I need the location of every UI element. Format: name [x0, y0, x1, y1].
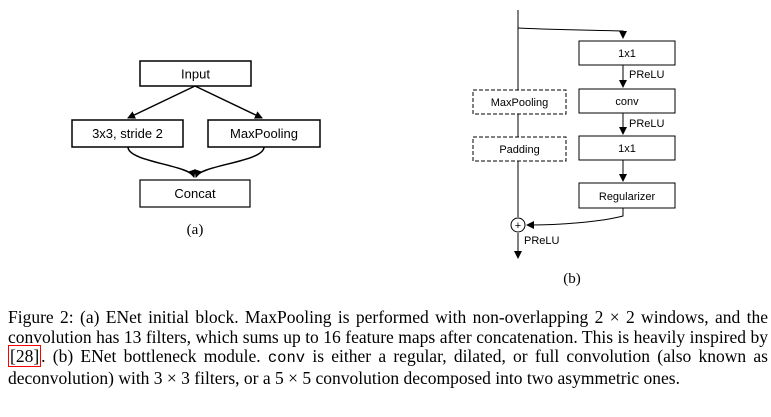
conv1x1-top-box: 1x1 [578, 40, 676, 66]
citation-link[interactable]: [28] [8, 345, 42, 368]
pool-branch-label: MaxPooling [230, 126, 298, 141]
diagram-a-caption-label: (a) [187, 222, 204, 238]
regularizer-label: Regularizer [599, 191, 656, 203]
conv1x1-bottom-box: 1x1 [578, 135, 676, 161]
maxpooling-box: MaxPooling [472, 89, 567, 115]
concat-label: Concat [174, 186, 216, 201]
diagram-a: Input 3x3, stride 2 MaxPooling Concat (a… [71, 60, 321, 238]
figure-diagrams: Input 3x3, stride 2 MaxPooling Concat (a… [71, 10, 676, 287]
caption-code-conv: conv [267, 349, 306, 368]
arrow-input-to-pool [194, 85, 263, 119]
prelu-out-label: PReLU [524, 235, 560, 247]
arrow-pool-to-concat [194, 146, 265, 178]
conv1x1-top-label: 1x1 [618, 48, 636, 60]
input-label: Input [181, 67, 210, 82]
arrow-input-to-conv [127, 85, 196, 119]
maxpooling-label: MaxPooling [491, 97, 548, 109]
arrow-conv-to-concat [127, 146, 196, 178]
caption-part-2: . (b) ENet bottleneck module. [41, 346, 268, 367]
input-box: Input [139, 60, 252, 87]
conv-box: conv [578, 88, 676, 114]
conv-branch-label: 3x3, stride 2 [92, 126, 163, 141]
padding-box: Padding [472, 136, 567, 162]
caption-part-3: is either a regular, dilated, or full co… [8, 346, 768, 388]
add-node-symbol: + [515, 220, 521, 232]
conv-label: conv [615, 96, 639, 108]
diagram-b-caption-label: (b) [563, 271, 581, 287]
add-node: + [510, 217, 526, 233]
conv-branch-box: 3x3, stride 2 [71, 119, 184, 148]
branch-start-arrow [517, 27, 627, 39]
diagram-b: MaxPooling Padding 1x1 PReLU conv PReLU [472, 10, 676, 287]
caption-part-1: Figure 2: (a) ENet initial block. MaxPoo… [8, 307, 768, 347]
figure-caption: Figure 2: (a) ENet initial block. MaxPoo… [8, 307, 768, 388]
regularizer-box: Regularizer [578, 182, 676, 209]
concat-box: Concat [139, 179, 251, 208]
prelu-1-label: PReLU [629, 69, 665, 81]
conv1x1-bottom-label: 1x1 [618, 143, 636, 155]
pool-branch-box: MaxPooling [207, 119, 321, 148]
prelu-2-label: PReLU [629, 118, 665, 130]
padding-label: Padding [499, 144, 539, 156]
branch-merge-arrow [526, 208, 624, 229]
